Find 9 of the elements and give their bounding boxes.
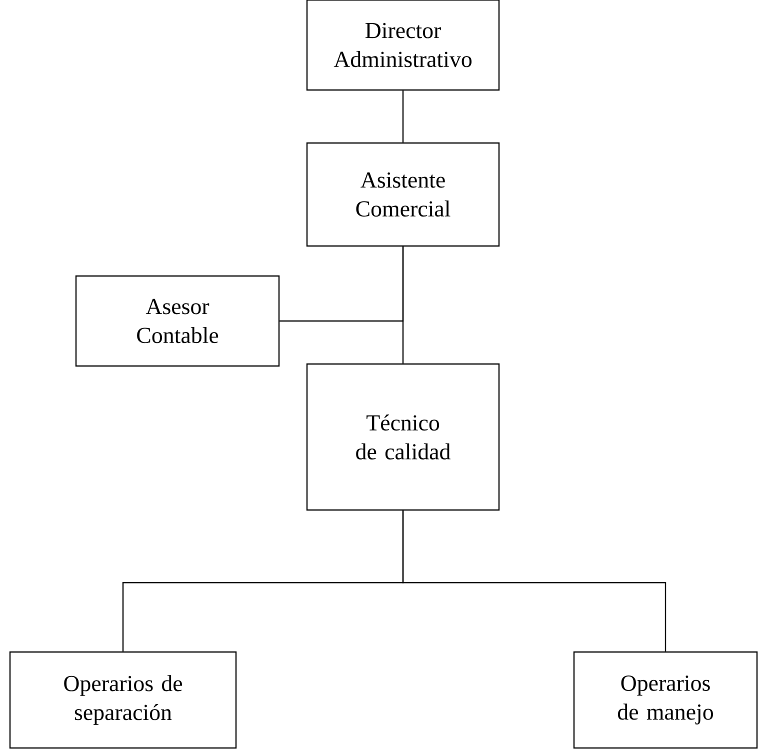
connector-line — [402, 510, 666, 652]
org-box: Operarios de manejo — [573, 651, 758, 749]
org-box: Asesor Contable — [75, 275, 280, 367]
connector-line — [402, 90, 404, 142]
org-box: Operarios de separación — [9, 651, 237, 749]
org-box: Asistente Comercial — [306, 142, 500, 247]
org-box: Técnico de calidad — [306, 363, 500, 511]
org-box: Director Administrativo — [306, 0, 500, 91]
connector-line — [402, 246, 404, 364]
